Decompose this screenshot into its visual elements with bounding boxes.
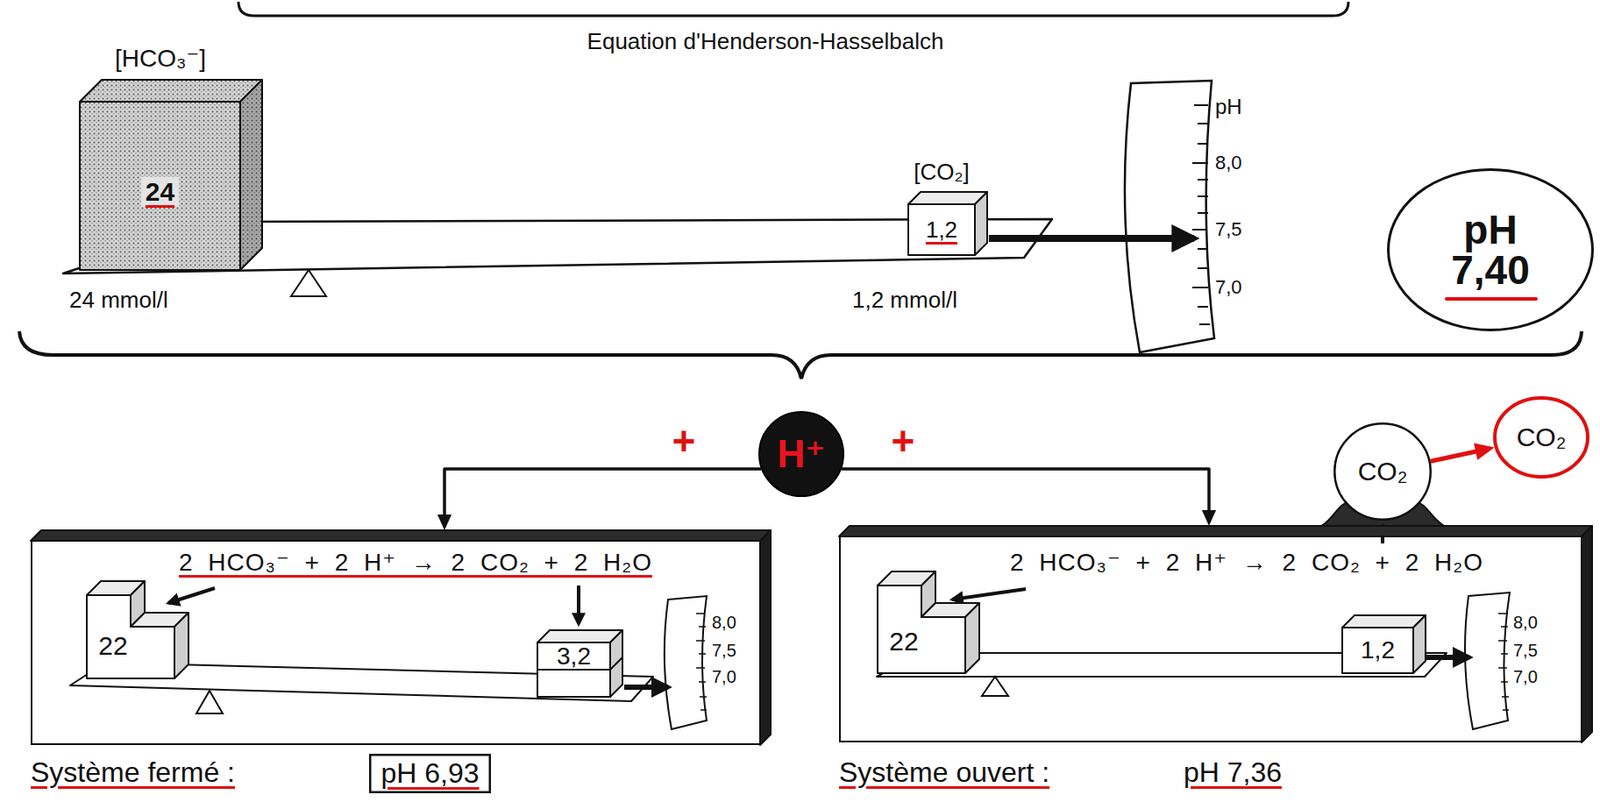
panel-frame	[839, 536, 1582, 742]
concentration-value: 3,2	[556, 642, 591, 671]
panel-bevel-top	[839, 526, 1593, 537]
scale-ticks	[1192, 105, 1210, 325]
ph-value: pH 7,40	[1433, 209, 1548, 291]
cube-side	[174, 612, 189, 679]
cube-side	[974, 192, 988, 256]
scale-value: 7,5	[1513, 640, 1538, 662]
reaction-equation: 2 HCO₃⁻ + 2 H⁺ → 2 CO₂ + 2 H₂O	[178, 548, 653, 577]
pointer-arrow	[624, 684, 669, 690]
system-label: Système ouvert :	[839, 756, 1050, 790]
scale-value: 7,0	[1513, 667, 1538, 688]
unit-label: 1,2 mmol/l	[852, 287, 958, 314]
arrow-head	[1201, 510, 1216, 527]
cube-top	[537, 630, 623, 643]
connector-line	[444, 469, 761, 517]
concentration-value: 1,2	[1360, 636, 1395, 665]
ph-value: pH 6,93	[380, 757, 479, 790]
cube-top	[79, 79, 263, 102]
cube-outline	[86, 581, 189, 679]
ph-result-circle: pH 7,40	[1386, 168, 1594, 332]
ph-scale	[1124, 80, 1215, 353]
scale-title: pH	[1215, 94, 1243, 120]
cube-top	[1342, 615, 1426, 628]
scale-value: 8,0	[1215, 151, 1243, 174]
bicarbonate-cube: 22	[86, 581, 189, 679]
cube-shade	[240, 79, 263, 271]
arrow-head	[437, 514, 452, 531]
connector-line	[841, 469, 1209, 512]
scale-ticks	[696, 613, 707, 711]
open-system-panel: 2 HCO₃⁻ + 2 H⁺ → 2 CO₂ + 2 H₂O 22 1,2	[839, 526, 1593, 743]
proton-circle: H⁺	[758, 411, 845, 498]
scale-ticks	[1498, 613, 1509, 711]
quantity-label: [HCO₃⁻]	[114, 44, 207, 73]
ellipse-outline	[1494, 398, 1588, 477]
scale-value: 7,0	[711, 667, 737, 688]
scale-value: 8,0	[1513, 612, 1538, 633]
balance-fulcrum	[981, 676, 1009, 697]
ph-value: pH 7,36	[1183, 756, 1282, 790]
box-outline	[369, 754, 491, 793]
ph-scale	[1464, 592, 1510, 730]
flow-arrow	[168, 588, 215, 604]
quantity-label: [CO₂]	[913, 159, 970, 186]
co2-cube: 1,2	[1342, 615, 1426, 674]
concentration-value: 24	[141, 177, 179, 208]
gas-label: CO₂	[1358, 456, 1408, 488]
connector-arrow	[1430, 442, 1495, 462]
bicarbonate-cube: 22	[877, 571, 980, 674]
scale-value: 7,5	[711, 640, 737, 662]
panel-bevel-side	[1581, 526, 1593, 743]
system-label: Système fermé :	[30, 756, 235, 790]
cube-front	[1342, 627, 1414, 674]
cube-front	[79, 101, 241, 271]
balance-fulcrum	[196, 690, 223, 714]
concentration-value: 22	[888, 626, 918, 658]
ellipse-outline	[1334, 423, 1431, 520]
diagram-title: Equation d'Henderson-Hasselbalch	[587, 28, 945, 56]
flow-arrow	[576, 585, 581, 625]
co2-cube: 3,2	[537, 630, 623, 697]
cube-top	[908, 192, 988, 205]
cube-outline	[877, 571, 980, 674]
pointer-arrow	[988, 234, 1195, 242]
balance-fulcrum	[291, 270, 327, 297]
connector-arrow	[841, 469, 1216, 527]
ellipse-outline	[759, 412, 844, 497]
reaction-equation: 2 HCO₃⁻ + 2 H⁺ → 2 CO₂ + 2 H₂O	[1009, 548, 1484, 577]
title-bracket	[238, 1, 1349, 16]
co2-bubble: CO₂	[1333, 422, 1432, 521]
panel-bevel-side	[760, 530, 771, 746]
connector-arrow	[437, 469, 761, 531]
plus-sign: +	[672, 418, 697, 465]
closed-system-panel: 2 HCO₃⁻ + 2 H⁺ → 2 CO₂ + 2 H₂O 22 3,2	[30, 530, 771, 746]
ph-scale	[664, 596, 707, 730]
bicarbonate-cube: [HCO₃⁻]24	[79, 79, 263, 271]
gas-label: CO₂	[1516, 422, 1567, 454]
concentration-value: 1,2	[925, 217, 958, 244]
flow-arrow	[952, 589, 1026, 600]
proton-symbol: H⁺	[777, 432, 826, 477]
unit-label: 24 mmol/l	[69, 287, 169, 314]
co2-cube: [CO₂]1,2	[908, 192, 988, 256]
exhaled-co2-circle: CO₂	[1493, 396, 1590, 479]
plus-sign: +	[891, 418, 916, 465]
cube-side	[965, 603, 980, 674]
cube-outline	[79, 79, 263, 271]
scale-value: 7,5	[1215, 218, 1243, 241]
cube-side	[240, 79, 263, 271]
cube-front	[908, 204, 975, 256]
curly-brace	[19, 331, 1582, 379]
scale-value: 8,0	[711, 612, 737, 633]
cube-side	[1413, 615, 1426, 674]
panel-bevel-top	[30, 530, 771, 541]
scale-value: 7,0	[1215, 276, 1243, 299]
ellipse-outline	[1388, 170, 1593, 331]
highlight-underline	[1446, 297, 1536, 301]
connector-line	[1430, 451, 1478, 463]
ph-result-box: pH 6,93	[369, 753, 491, 794]
concentration-value: 22	[98, 631, 128, 662]
panel-frame	[31, 540, 761, 745]
